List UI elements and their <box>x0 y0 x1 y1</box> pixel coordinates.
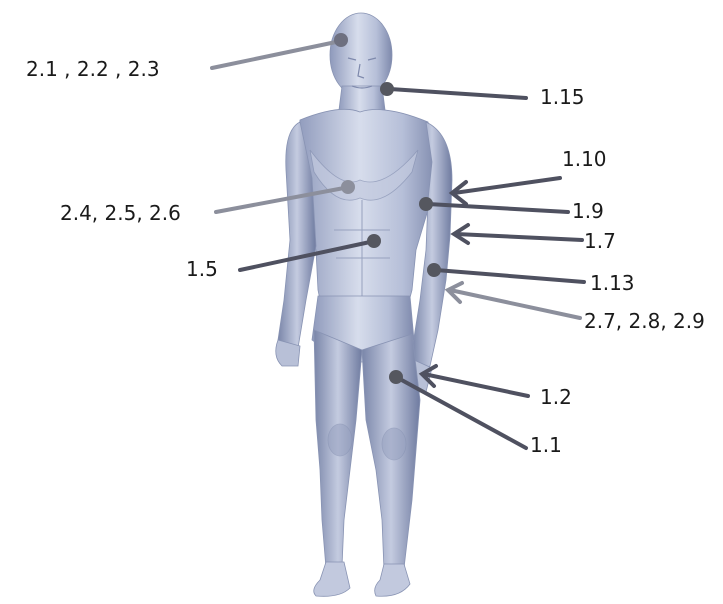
pointer-line <box>212 42 336 68</box>
torso-shape <box>296 109 438 320</box>
pointer-arrow <box>454 178 560 193</box>
label-forearm: 1.13 <box>590 271 635 295</box>
label-neck: 1.15 <box>540 85 585 109</box>
pointer-arrow <box>456 234 582 240</box>
label-thigh-arrow: 1.2 <box>540 385 572 409</box>
label-abdomen: 1.5 <box>186 257 218 281</box>
label-head: 2.1 , 2.2 , 2.3 <box>26 57 160 81</box>
label-forearm-lower: 2.7, 2.8, 2.9 <box>584 309 705 333</box>
marker-dot <box>341 180 355 194</box>
left-foot-shape <box>375 564 410 596</box>
pointer-arrow <box>424 374 528 396</box>
label-elbow: 1.7 <box>584 229 616 253</box>
label-thigh: 1.1 <box>530 433 562 457</box>
marker-dot <box>380 82 394 96</box>
pointer-line <box>436 270 584 282</box>
pointer-line <box>390 89 526 98</box>
label-upper-arm: 1.9 <box>572 199 604 223</box>
label-chest: 2.4, 2.5, 2.6 <box>60 201 181 225</box>
pointer-arrow <box>450 290 580 318</box>
knee-shading <box>382 428 406 460</box>
knee-shading <box>328 424 352 456</box>
human-body-figure <box>276 13 452 596</box>
marker-dot <box>367 234 381 248</box>
marker-dot <box>334 33 348 47</box>
marker-dot <box>427 263 441 277</box>
right-foot-shape <box>314 562 350 596</box>
label-elbow-upper: 1.10 <box>562 147 607 171</box>
marker-dot <box>419 197 433 211</box>
marker-dot <box>389 370 403 384</box>
